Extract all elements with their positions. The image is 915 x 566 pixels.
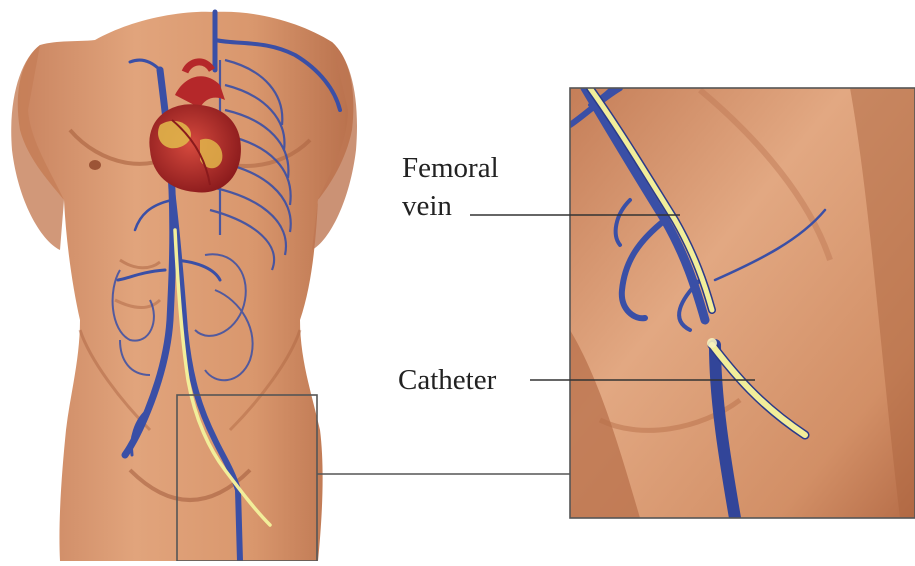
nipple	[89, 160, 101, 170]
femoral-vein-label-line2: vein	[402, 190, 452, 222]
catheter-label: Catheter	[398, 364, 496, 396]
zoom-panel	[570, 88, 915, 518]
femoral-vein-label-line1: Femoral	[402, 152, 499, 184]
